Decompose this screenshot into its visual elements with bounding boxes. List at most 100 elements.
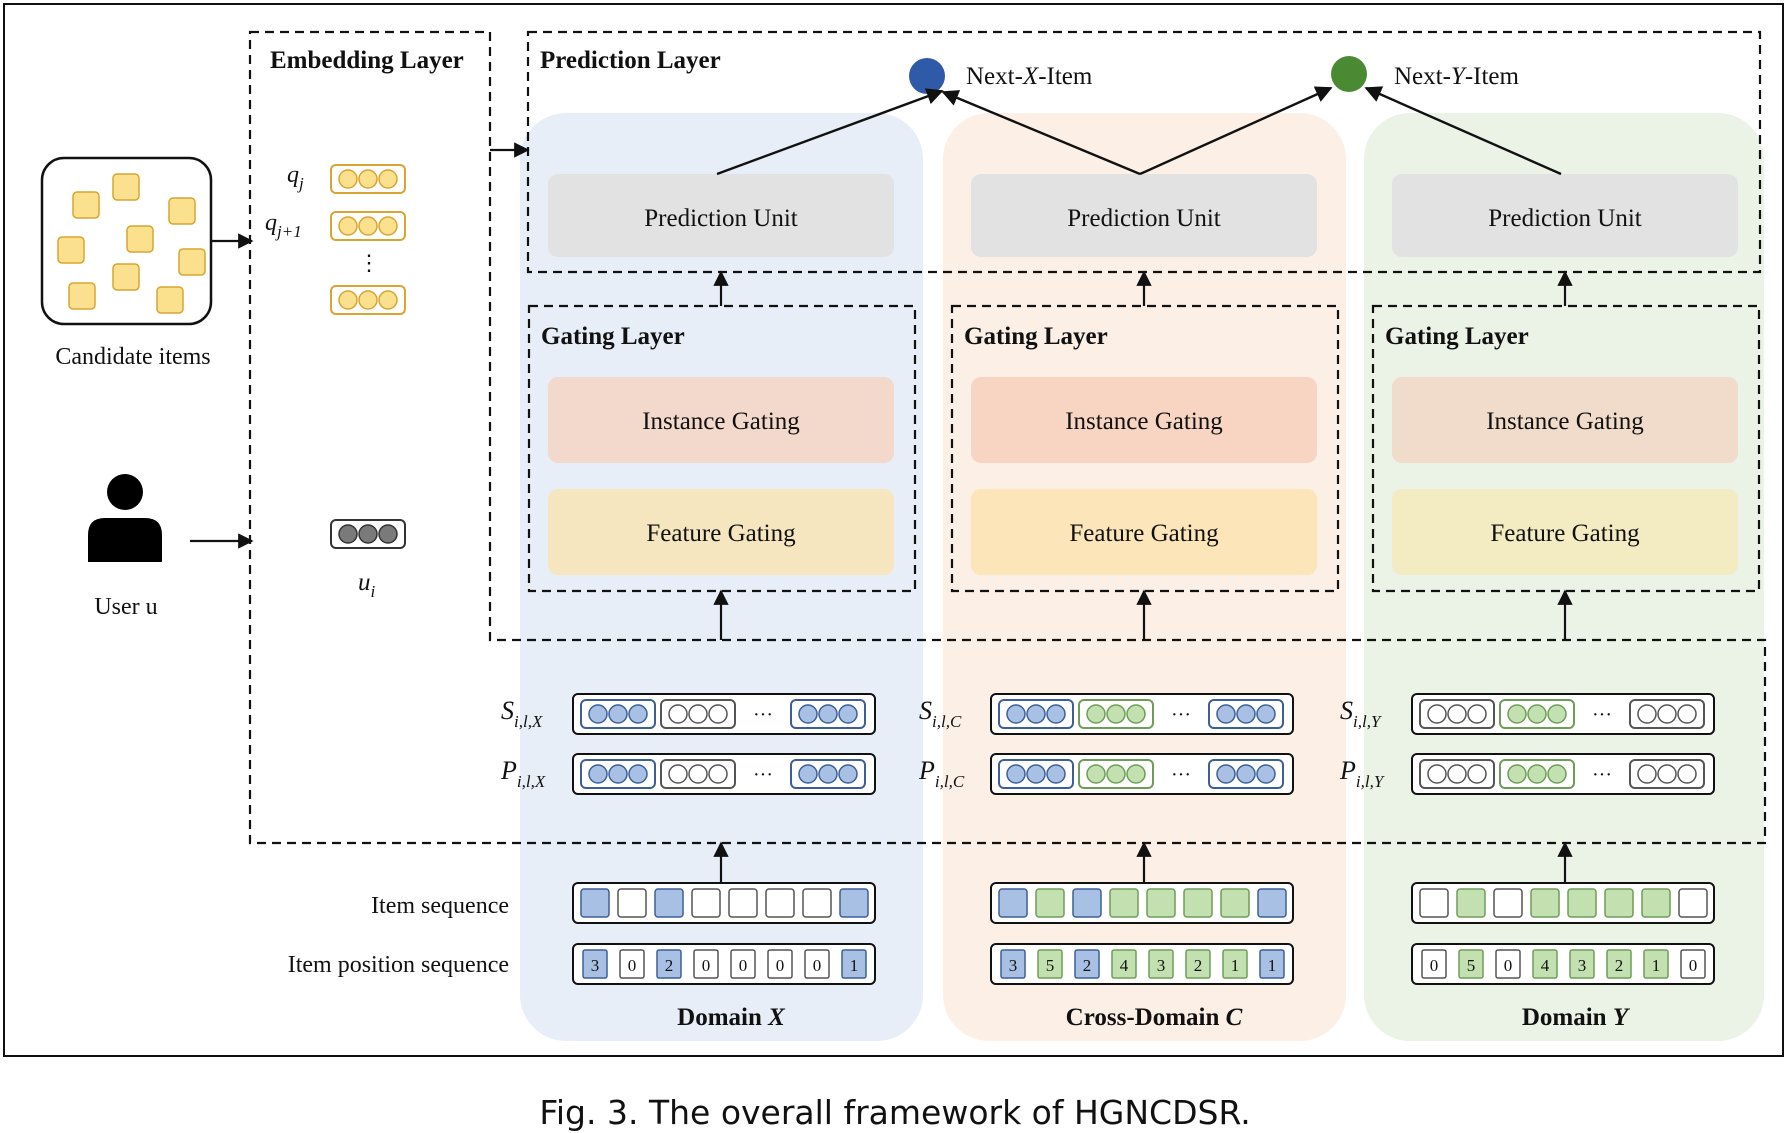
s-embedding-group bbox=[580, 699, 656, 729]
item-cell bbox=[617, 888, 647, 918]
item-cell bbox=[839, 888, 869, 918]
position-value: 0 bbox=[1689, 956, 1698, 975]
ellipsis-dots: ··· bbox=[1171, 704, 1191, 726]
item-cell bbox=[691, 888, 721, 918]
position-cell bbox=[1606, 949, 1632, 979]
position-cell bbox=[1074, 949, 1100, 979]
s-embedding-group bbox=[998, 699, 1074, 729]
q-embedding-vectors bbox=[330, 164, 406, 315]
p-embedding-group bbox=[790, 759, 866, 789]
position-cell bbox=[730, 949, 756, 979]
candidate-item-square bbox=[126, 225, 154, 253]
item-cell bbox=[580, 888, 610, 918]
position-cell bbox=[1458, 949, 1484, 979]
item-cell bbox=[1678, 888, 1708, 918]
feature-gating-box bbox=[548, 489, 894, 575]
output-arrow bbox=[1364, 86, 1562, 176]
instance-gating-box bbox=[548, 377, 894, 463]
s-embedding-label: Si,l,Y bbox=[1340, 696, 1382, 731]
domain-panel bbox=[1364, 113, 1764, 1041]
position-value: 2 bbox=[665, 956, 674, 975]
position-value: 0 bbox=[1504, 956, 1513, 975]
item-cell bbox=[1641, 888, 1671, 918]
position-cell bbox=[656, 949, 682, 979]
candidate-item-square bbox=[156, 286, 184, 314]
item-cell bbox=[1146, 888, 1176, 918]
ellipsis-dots: ··· bbox=[753, 764, 773, 786]
candidate-item-square bbox=[68, 282, 96, 310]
u-i-vector bbox=[330, 519, 406, 549]
ellipsis-dots: ··· bbox=[1171, 764, 1191, 786]
position-value: 0 bbox=[702, 956, 711, 975]
position-cell bbox=[582, 949, 608, 979]
s-embedding-group bbox=[1499, 699, 1575, 729]
s-embedding-label: Si,l,X bbox=[501, 696, 543, 731]
embedding-layer-title: Embedding Layer bbox=[270, 47, 464, 74]
s-embedding-group bbox=[1208, 699, 1284, 729]
position-value: 3 bbox=[591, 956, 600, 975]
position-value: 1 bbox=[850, 956, 859, 975]
feature-gating-label: Feature Gating bbox=[1069, 520, 1219, 547]
user-icon bbox=[88, 474, 162, 562]
prediction-layer-title: Prediction Layer bbox=[540, 47, 721, 74]
position-value: 0 bbox=[739, 956, 748, 975]
position-value: 3 bbox=[1009, 956, 1018, 975]
position-value: 1 bbox=[1268, 956, 1277, 975]
item-cell bbox=[1109, 888, 1139, 918]
position-value: 2 bbox=[1083, 956, 1092, 975]
position-value: 4 bbox=[1120, 956, 1129, 975]
position-cell bbox=[1259, 949, 1285, 979]
feature-gating-label: Feature Gating bbox=[1490, 520, 1640, 547]
u-embedding-vector bbox=[330, 519, 406, 549]
s-embedding-group bbox=[1419, 699, 1495, 729]
item-position-sequence-label: Item position sequence bbox=[288, 952, 509, 978]
figure-caption: Fig. 3. The overall framework of HGNCDSR… bbox=[539, 1093, 1250, 1132]
position-value: 0 bbox=[776, 956, 785, 975]
p-embedding-group bbox=[1419, 759, 1495, 789]
candidate-items-label: Candidate items bbox=[55, 344, 210, 370]
position-value: 0 bbox=[1430, 956, 1439, 975]
item-position-sequence-row bbox=[990, 943, 1294, 985]
position-cell bbox=[1495, 949, 1521, 979]
item-cell bbox=[1493, 888, 1523, 918]
s-embedding-group bbox=[1629, 699, 1705, 729]
p-embedding-label: Pi,l,C bbox=[918, 756, 965, 791]
position-cell bbox=[1421, 949, 1447, 979]
item-position-sequence-row bbox=[572, 943, 876, 985]
ellipsis-dots: ··· bbox=[1592, 704, 1612, 726]
item-cell bbox=[998, 888, 1028, 918]
position-cell bbox=[1037, 949, 1063, 979]
candidate-item-square bbox=[57, 236, 85, 264]
s-embedding-group bbox=[1078, 699, 1154, 729]
position-cell bbox=[1643, 949, 1669, 979]
position-value: 1 bbox=[1652, 956, 1661, 975]
p-embedding-label: Pi,l,Y bbox=[1339, 756, 1385, 791]
p-embedding-group bbox=[1208, 759, 1284, 789]
position-cell bbox=[1185, 949, 1211, 979]
q-j1-vector bbox=[330, 211, 406, 241]
instance-gating-box bbox=[971, 377, 1317, 463]
position-value: 1 bbox=[1231, 956, 1240, 975]
p-embedding-label: Pi,l,X bbox=[500, 756, 546, 791]
position-cell bbox=[1569, 949, 1595, 979]
position-cell bbox=[841, 949, 867, 979]
prediction-unit-box bbox=[548, 174, 894, 257]
prediction-unit-label: Prediction Unit bbox=[1067, 205, 1221, 232]
p-embedding-group bbox=[580, 759, 656, 789]
item-position-sequence-row bbox=[1411, 943, 1715, 985]
item-cell bbox=[1257, 888, 1287, 918]
position-cell bbox=[804, 949, 830, 979]
figure-frame bbox=[3, 3, 1784, 1057]
candidate-items-box bbox=[40, 156, 213, 326]
position-value: 4 bbox=[1541, 956, 1550, 975]
item-cell bbox=[1604, 888, 1634, 918]
p-embedding-group bbox=[1499, 759, 1575, 789]
next-y-item-label: Next-Y-Item bbox=[1394, 63, 1520, 90]
position-value: 2 bbox=[1615, 956, 1624, 975]
prediction-unit-box bbox=[971, 174, 1317, 257]
position-value: 5 bbox=[1046, 956, 1055, 975]
position-value: 3 bbox=[1157, 956, 1166, 975]
position-value: 0 bbox=[813, 956, 822, 975]
